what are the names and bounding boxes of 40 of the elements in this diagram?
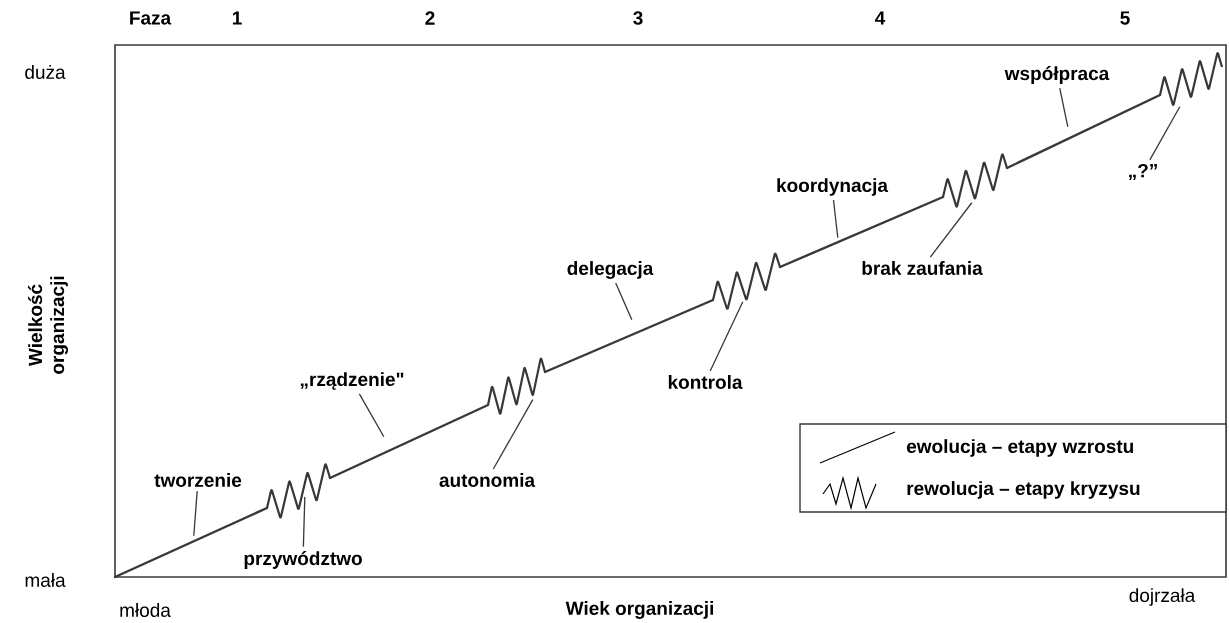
legend-text: ewolucja – etapy wzrostu: [906, 439, 1133, 457]
stage-label: autonomia: [439, 473, 536, 487]
crisis-zigzag: [486, 358, 547, 415]
axis-title: Wiek organizacji: [565, 601, 713, 619]
axis-label: duża: [25, 65, 66, 79]
leader-line: [832, 199, 839, 239]
leader-line: [302, 496, 306, 548]
leader-line: [492, 399, 534, 470]
phase-heading: Faza: [130, 11, 172, 25]
stage-label: delegacja: [567, 261, 654, 279]
phase-number: 3: [633, 11, 643, 25]
stage-label: współpraca: [1004, 66, 1110, 84]
leader-line: [358, 393, 385, 438]
stage-label: brak zaufania: [862, 261, 983, 275]
stage-label: tworzenie: [154, 473, 242, 487]
crisis-zigzag: [265, 463, 332, 518]
crisis-zigzag: [941, 153, 1009, 208]
legend-text: rewolucja – etapy kryzysu: [907, 481, 1140, 499]
leader-line: [1059, 87, 1069, 128]
leader-line: [929, 202, 973, 258]
stage-label: „?”: [1129, 163, 1157, 181]
leader-line: [193, 490, 198, 537]
axis-label: młoda: [120, 603, 171, 617]
stage-label: koordynacja: [777, 178, 889, 196]
stage-label: przywództwo: [244, 551, 362, 569]
phase-number: 4: [875, 11, 886, 25]
leader-line: [709, 301, 744, 372]
phase-number: 1: [232, 11, 242, 25]
stage-label: „rządzenie": [300, 372, 404, 390]
crisis-zigzag: [711, 253, 782, 310]
growth-line: [543, 298, 715, 374]
axis-title: Wielkość organizacji: [28, 276, 68, 374]
phase-number: 5: [1120, 11, 1130, 25]
leader-line: [615, 282, 633, 321]
axis-label: mała: [25, 573, 66, 587]
axis-label: dojrzała: [1129, 588, 1196, 606]
leader-line: [1149, 106, 1181, 161]
crisis-zigzag: [1158, 52, 1224, 106]
phase-number: 2: [425, 11, 435, 25]
stage-label: kontrola: [668, 375, 743, 389]
